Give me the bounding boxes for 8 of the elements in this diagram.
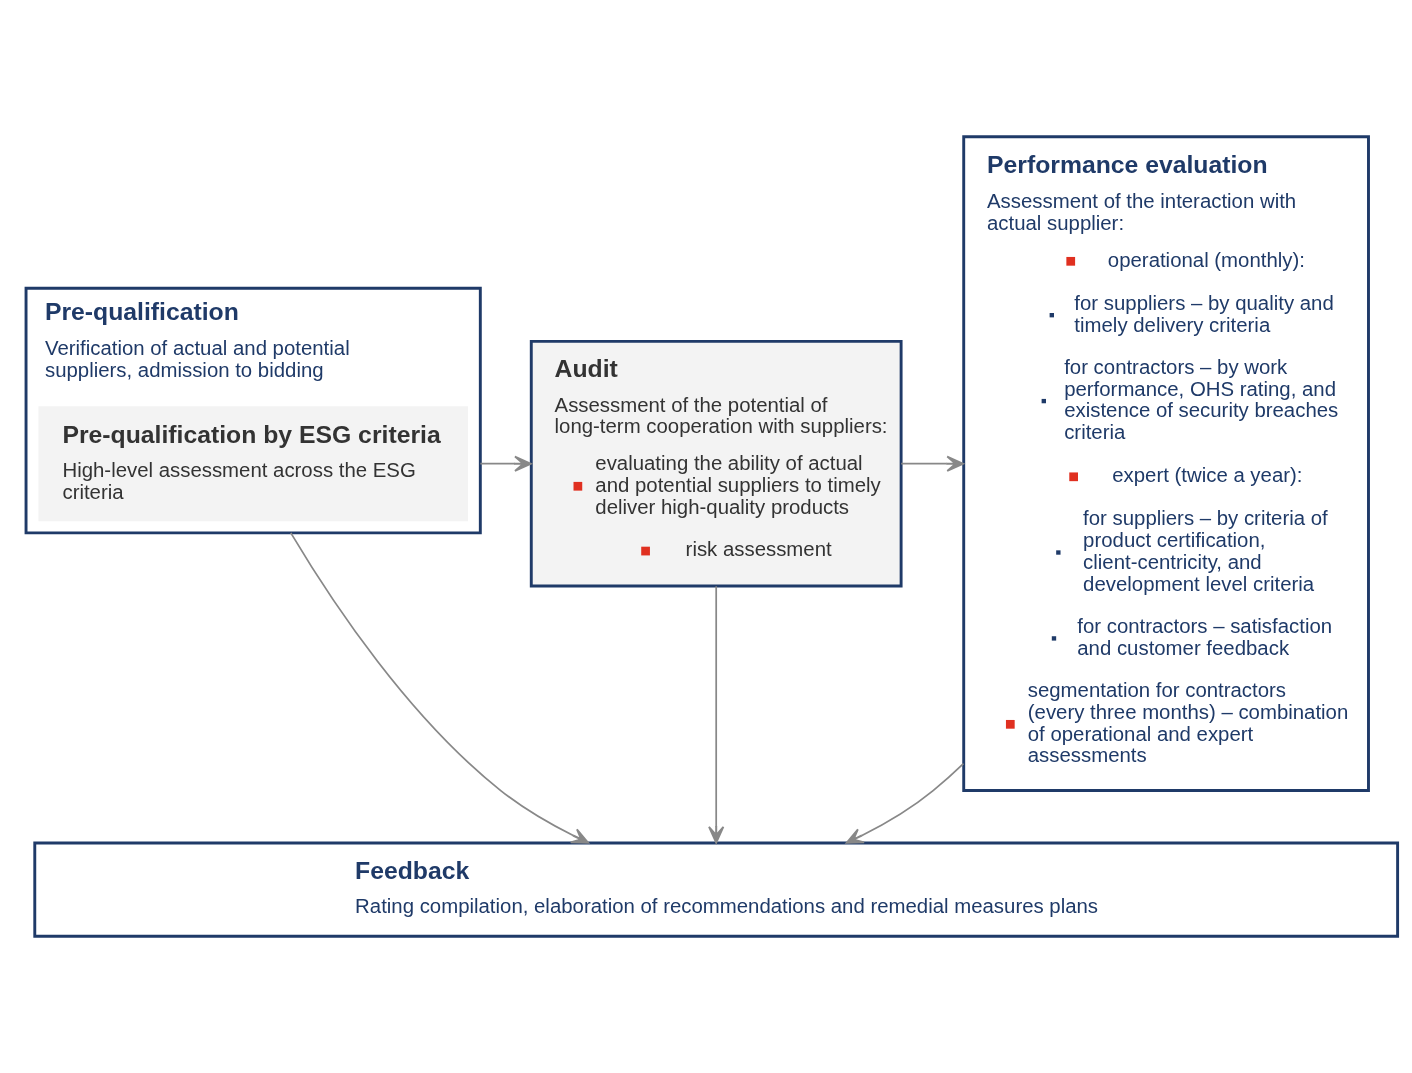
arrow [845, 762, 965, 844]
arrow [289, 532, 590, 844]
arrow [900, 455, 965, 472]
arrow [479, 455, 532, 472]
node-box: Feedback Rating compilation, elaboration of recommendations and remedial measures plans [33, 841, 1400, 938]
arrow [708, 585, 725, 844]
node-box: Performance evaluation Assessment of the interaction with actual supplier: operational (monthly): for suppliers – by quality and timely delivery criteria for contractors – by work performance, OHS rating, and existence of security breaches criteria expert (twice a year): for suppliers – by criteria of product certification, client-centricity, and development level criteria for contractors – satisfaction and customer feedback segmentation for contractors (every three months) – combination of operational and expert assessments [962, 135, 1370, 793]
node-box: Audit Assessment of the potential of long-term cooperation with suppliers: evaluating the ability of actual and potential suppliers to timely deliver high-quality products risk assessment [529, 339, 903, 588]
